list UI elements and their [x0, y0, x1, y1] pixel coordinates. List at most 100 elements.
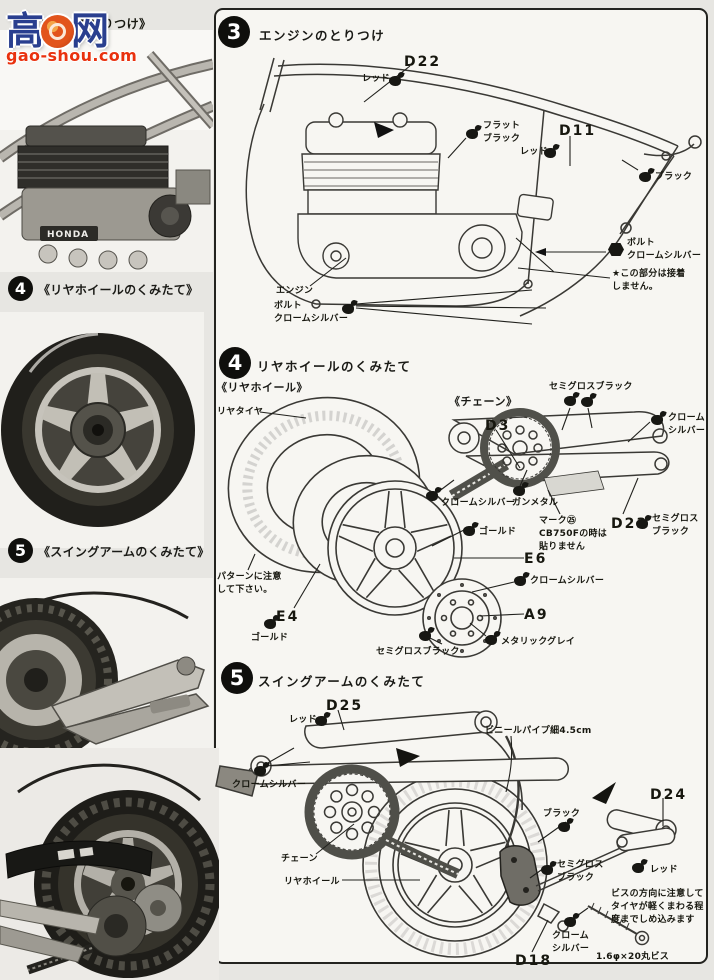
leader-lines [247, 407, 651, 645]
paint-blob-icon [541, 865, 553, 875]
part-code-d22: D22 [404, 54, 442, 70]
pattern-note: パターンに注意 して下さい。 [217, 572, 282, 596]
arrow-icon [396, 748, 420, 767]
paint-blob-icon [581, 397, 593, 407]
paint-blob-icon [544, 148, 556, 158]
part-code-e6: E6 [524, 551, 548, 567]
paint-blob-icon [636, 519, 648, 529]
paint-blob-icon [419, 631, 431, 641]
sidebar-caption-swingarm: 《スイングアームのくみたて》 [38, 545, 210, 559]
paint-blob-icon [466, 129, 478, 139]
paint-label-semigloss-black: セミグロスブラック [549, 382, 633, 392]
step-5-title: スイングアームのくみたて [258, 674, 426, 689]
leader-lines [309, 65, 639, 325]
wheel-line-art [227, 396, 502, 658]
paint-blob-icon [389, 76, 401, 86]
paint-label-chrome-silver: クロームシルバー [232, 780, 307, 790]
step-3-diagram [245, 57, 702, 325]
watermark-logo: 高 网 gao-shou.com [6, 12, 137, 64]
paint-blob-icon [651, 415, 663, 425]
paint-label-red: レッド [520, 147, 548, 157]
paint-label-semigloss-black: セミグロスブラック [376, 647, 460, 657]
paint-blob-icon [558, 822, 570, 832]
paint-blob-icon [342, 304, 354, 314]
part-code-d11: D11 [559, 123, 597, 139]
paint-label-chrome-silver: クローム シルバー [668, 413, 706, 437]
part-code-d18: D18 [515, 953, 553, 969]
swingarm-line-art [215, 710, 677, 946]
paint-label-black: ブラック [655, 172, 693, 182]
paint-label-black: ブラック [543, 809, 581, 819]
paint-label-bolt-chrome: ボルト クロームシルバー [274, 301, 349, 325]
arrow-icon [374, 122, 394, 138]
paint-blob-icon [426, 491, 438, 501]
arrow-icon [535, 248, 546, 256]
paint-label-red: レッド [289, 715, 317, 725]
part-label-chain: チェーン [281, 854, 318, 864]
paint-label-chrome-silver: クローム シルバー [552, 931, 590, 955]
paint-label-red: レッド [650, 865, 678, 875]
glue-note: ★この部分は接着 しません。 [612, 269, 686, 293]
paint-label-gold: ゴールド [251, 633, 289, 643]
part-label-rear-tire: リヤタイヤ [217, 407, 264, 417]
paint-blob-icon [632, 863, 644, 873]
paint-blob-icon [514, 576, 526, 586]
paint-label-gunmetal: ガンメタル [512, 498, 559, 508]
swingarm-chain-line-art [448, 408, 670, 502]
paint-label-semigloss-black: セミグロス ブラック [652, 514, 699, 538]
vinyl-pipe-note: ビニールパイプ細4.5cm [485, 726, 592, 736]
arrow-icon [592, 782, 616, 804]
paint-blob-icon [564, 917, 576, 927]
screw-size-label: 1.6φ×20丸ビス [596, 952, 670, 962]
part-label-rear-wheel: リヤホイール [284, 877, 340, 887]
paint-label-semigloss-black: セミグロス ブラック [557, 860, 604, 884]
paint-label-red: レッド [362, 74, 390, 84]
paint-label-gold: ゴールド [479, 527, 517, 537]
photo-rear-assembly [0, 748, 219, 980]
paint-blob-icon [639, 172, 651, 182]
watermark-char-right: 网 [71, 9, 110, 53]
screw-direction-note: ビスの方向に注意して タイヤが軽くまわる程 度までしめ込みます [611, 889, 704, 926]
step-5-badge: 5 [221, 662, 253, 694]
sidebar-caption-rear-wheel: 《リヤホイールのくみたて》 [38, 283, 199, 297]
paint-blob-icon [485, 635, 497, 645]
paint-blob-icon [463, 526, 475, 536]
paint-label-bolt-chrome: ボルト クロームシルバー [627, 238, 702, 262]
photo-swingarm [0, 578, 213, 770]
paint-label-flat-black: フラット ブラック [483, 121, 521, 145]
paint-blob-icon [254, 766, 266, 776]
part-label-engine: エンジン [276, 286, 314, 296]
step-3-badge: 3 [218, 16, 250, 48]
subsection-rear-wheel: 《リヤホイール》 [216, 381, 308, 394]
paint-label-chrome-silver: クロームシルバー [441, 498, 516, 508]
subsection-chain: 《チェーン》 [449, 395, 518, 408]
paint-blob-icon [513, 486, 525, 496]
step-5-diagram [215, 709, 677, 958]
photo-rear-wheel [0, 312, 204, 548]
paint-blob-icon [264, 619, 276, 629]
decal-note: マーク㉕ CB750Fの時は 貼りません [539, 516, 608, 553]
engine-brand-label: HONDA [47, 230, 89, 240]
frame-line-art [245, 57, 702, 317]
photo-engine: HONDA [0, 30, 213, 272]
part-code-a9: A9 [524, 607, 549, 623]
step-4-title: リヤホイールのくみたて [257, 359, 412, 374]
paint-label-chrome-silver: クロームシルバー [530, 576, 605, 586]
step-4-diagram [227, 396, 670, 658]
watermark-site-url: gao-shou.com [6, 46, 138, 65]
engine-line-art [297, 112, 554, 279]
part-code-e4: E4 [276, 609, 300, 625]
paint-label-metallic-gray: メタリックグレイ [501, 637, 576, 647]
part-code-d3: D3 [485, 418, 511, 434]
watermark-gear-icon [41, 14, 75, 48]
part-code-d25: D25 [326, 698, 364, 714]
sidebar-step-5-badge: 5 [8, 538, 33, 563]
step-4-badge: 4 [219, 347, 251, 379]
paint-blob-icon [315, 716, 327, 726]
watermark-char-left: 高 [6, 9, 45, 53]
step-3-title: エンジンのとりつけ [259, 28, 386, 43]
paint-blob-icon [564, 396, 576, 406]
bolt-hex-icon [608, 243, 624, 256]
part-code-d24: D24 [650, 787, 688, 803]
